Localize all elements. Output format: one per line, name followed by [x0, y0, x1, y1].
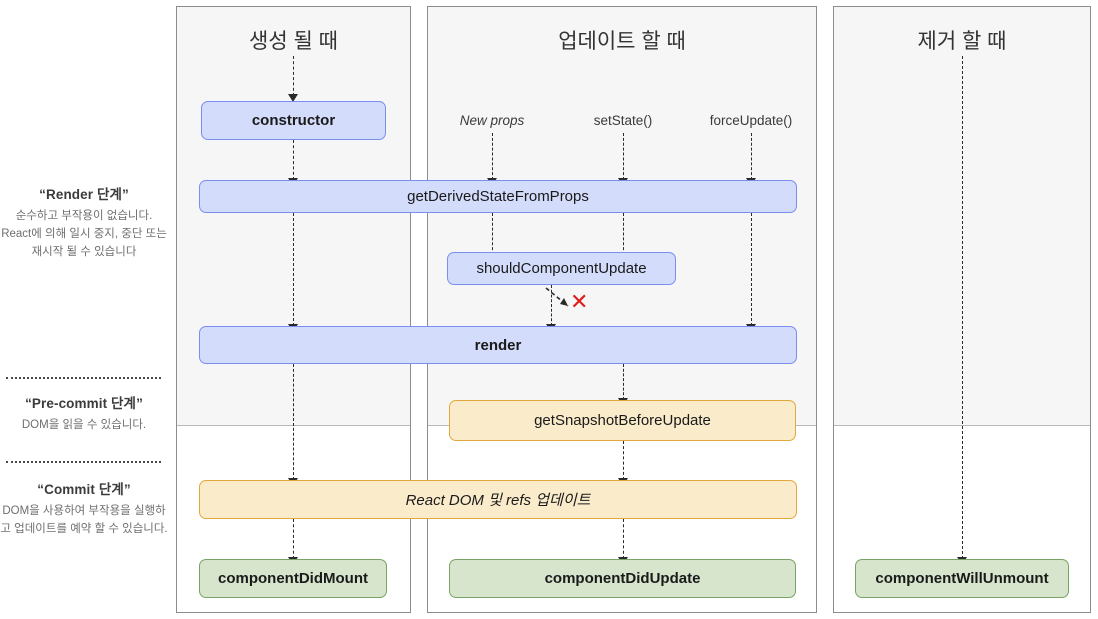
- phase-legend-commit: “Commit 단계” DOM을 사용하여 부작용을 실행하고 업데이트를 예약…: [0, 478, 168, 539]
- phase-legend-render-body: 순수하고 부작용이 없습니다. React에 의해 일시 중지, 중단 또는 재…: [1, 210, 167, 258]
- phase-divider-dotted-bottom: [6, 461, 161, 463]
- connector-gdsfp-to-scu-right: [623, 213, 624, 255]
- column-title-unmount: 제거 할 때: [917, 30, 1007, 53]
- node-component-will-unmount[interactable]: componentWillUnmount: [855, 559, 1069, 598]
- connector-mount-title-to-constructor: [293, 56, 294, 96]
- connector-reactdom-to-did-update: [623, 519, 624, 559]
- connector-gdsfp-to-render-forceupdate: [751, 213, 752, 326]
- phase-divider-dotted-top: [6, 377, 161, 379]
- phase-legend-precommit-title: “Pre-commit 단계”: [25, 396, 143, 411]
- connector-unmount-title-to-will-unmount: [962, 56, 963, 559]
- connector-constructor-to-gdsfp: [293, 140, 294, 180]
- connector-setstate-to-gdsfp: [623, 133, 624, 180]
- connector-render-to-reactdom-mount: [293, 364, 294, 480]
- arrowhead-constructor: [288, 94, 298, 102]
- connector-scu-skip-branch: [545, 287, 569, 307]
- column-title-update: 업데이트 할 때: [558, 30, 686, 53]
- connector-gdsfp-to-scu: [492, 213, 493, 255]
- connector-snapshot-to-reactdom: [623, 441, 624, 480]
- node-component-did-update[interactable]: componentDidUpdate: [449, 559, 796, 598]
- column-title-mount: 생성 될 때: [249, 30, 338, 53]
- phase-legend-render-title: “Render 단계”: [39, 187, 129, 202]
- phase-legend-precommit-body: DOM을 읽을 수 있습니다.: [21, 419, 147, 431]
- connector-reactdom-to-did-mount: [293, 519, 294, 559]
- phase-legend-render: “Render 단계” 순수하고 부작용이 없습니다. React에 의해 일시…: [0, 183, 168, 261]
- column-panel-update: 업데이트 할 때: [427, 6, 817, 613]
- node-get-derived-state-from-props[interactable]: getDerivedStateFromProps: [199, 180, 797, 213]
- connector-scu-to-render: [551, 285, 552, 326]
- trigger-set-state: setState(): [593, 113, 653, 128]
- connector-gdsfp-to-render-mount: [293, 213, 294, 326]
- node-react-dom-and-refs-update[interactable]: React DOM 및 refs 업데이트: [199, 480, 797, 519]
- connector-render-to-snapshot: [623, 364, 624, 400]
- phase-legend-precommit: “Pre-commit 단계” DOM을 읽을 수 있습니다.: [0, 392, 168, 435]
- node-should-component-update[interactable]: shouldComponentUpdate: [447, 252, 676, 285]
- node-constructor[interactable]: constructor: [201, 101, 386, 140]
- node-render[interactable]: render: [199, 326, 797, 364]
- node-component-did-mount[interactable]: componentDidMount: [199, 559, 387, 598]
- skip-render-x-icon: ✕: [570, 290, 589, 315]
- phase-legend-commit-body: DOM을 사용하여 부작용을 실행하고 업데이트를 예약 할 수 있습니다.: [0, 505, 168, 535]
- phase-legend-commit-title: “Commit 단계”: [37, 482, 131, 497]
- connector-newprops-to-gdsfp: [492, 133, 493, 180]
- trigger-force-update: forceUpdate(): [709, 113, 793, 128]
- node-get-snapshot-before-update[interactable]: getSnapshotBeforeUpdate: [449, 400, 796, 441]
- trigger-new-props: New props: [459, 113, 525, 128]
- connector-forceupdate-to-gdsfp: [751, 133, 752, 180]
